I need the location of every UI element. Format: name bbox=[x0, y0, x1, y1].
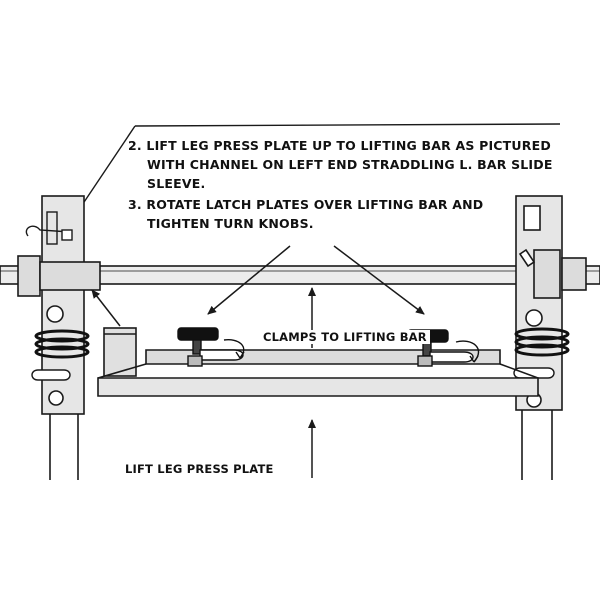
arrow-to-left-knob bbox=[207, 245, 291, 315]
label-lift-leg-press-plate: LIFT LEG PRESS PLATE bbox=[122, 462, 277, 476]
left-spring-coil bbox=[34, 329, 90, 359]
instruction-step2-line2: WITH CHANNEL ON LEFT END STRADDLING L. B… bbox=[147, 157, 553, 172]
right-spring-coil bbox=[514, 327, 570, 357]
right-post-clip bbox=[513, 367, 555, 379]
instruction-step3-line2: TIGHTEN TURN KNOBS. bbox=[147, 216, 314, 231]
right-slide-sleeve bbox=[518, 248, 587, 299]
instruction-step2-line1: 2. LIFT LEG PRESS PLATE UP TO LIFTING BA… bbox=[128, 138, 551, 153]
label-clamps-to-lifting-bar: CLAMPS TO LIFTING BAR bbox=[260, 330, 430, 344]
left-post-clip bbox=[25, 211, 73, 381]
instruction-step3-line1: 3. ROTATE LATCH PLATES OVER LIFTING BAR … bbox=[128, 197, 484, 212]
lifting-bar bbox=[0, 265, 600, 285]
left-turn-knob bbox=[177, 327, 245, 367]
arrow-to-right-knob bbox=[333, 245, 425, 315]
arrow-to-channel-block bbox=[91, 289, 121, 327]
instruction-step2-line3: SLEEVE. bbox=[147, 176, 206, 191]
left-slide-sleeve bbox=[17, 255, 101, 297]
